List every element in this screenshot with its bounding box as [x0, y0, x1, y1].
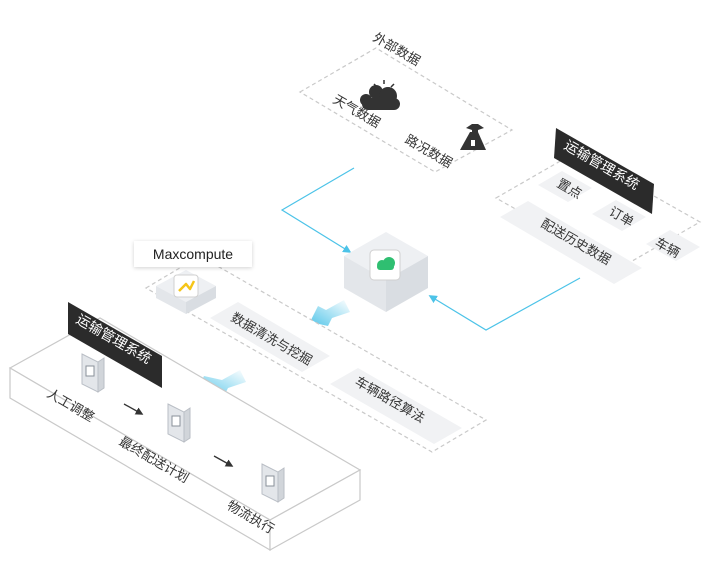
execution-panel: 运输管理系统 人工调整 最终配送计划 物流执行 — [8, 302, 362, 552]
step-arrow-1 — [123, 403, 144, 415]
maxcompute-logo-icon — [156, 270, 216, 314]
external-data-panel: 外部数据 天气数据 路况数据 — [298, 30, 514, 173]
maxcompute-tag: Maxcompute — [134, 241, 252, 267]
cloud-compute-icon — [377, 257, 395, 270]
maxcompute-panel: 数据清洗与挖掘 车辆路径算法 — [144, 255, 488, 453]
hub-to-maxcompute-arrow — [310, 300, 350, 326]
final-plan-device-icon — [167, 403, 191, 443]
manual-adjust-device-icon — [81, 353, 105, 393]
transport-system-right: 运输管理系统 置点 订单 配送历史数据 车辆 — [494, 128, 702, 284]
step-arrow-2 — [213, 455, 234, 467]
road-sign-icon — [460, 124, 486, 150]
logistics-device-icon — [261, 463, 285, 503]
central-hub — [344, 232, 428, 312]
external-to-hub-connector — [280, 167, 355, 253]
transport-to-hub-connector — [428, 277, 581, 331]
cloud-icon — [360, 80, 400, 110]
